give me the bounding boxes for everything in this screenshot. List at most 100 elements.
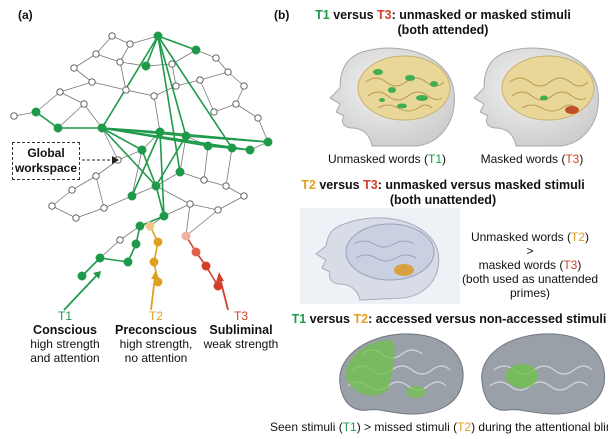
network-node [80, 100, 88, 108]
network-node [92, 50, 100, 58]
s3-h-mid: versus [306, 312, 354, 326]
s3-cap-b: ) > missed stimuli ( [356, 420, 458, 434]
workspace-node [123, 257, 133, 267]
network-edge [95, 53, 121, 63]
s2-line1-tag: T2 [571, 230, 586, 244]
network-node [122, 86, 130, 94]
cap-masked-tag: T3 [565, 152, 580, 166]
network-edge [83, 103, 103, 129]
workspace-node [245, 145, 255, 155]
network-node [172, 82, 180, 90]
workspace-node [153, 31, 163, 41]
network-edge [57, 103, 85, 129]
s1-h-t3: T3 [377, 8, 392, 22]
network-edge [95, 175, 105, 209]
network-edge [73, 53, 97, 69]
network-node [100, 204, 108, 212]
condition-t3-desc1: weak strength [203, 337, 279, 351]
section3-caption: Seen stimuli (T1) > missed stimuli (T2) … [270, 420, 608, 434]
network-node [222, 182, 230, 190]
network-node [88, 78, 96, 86]
network-edge [171, 63, 177, 87]
preconscious-node [153, 237, 163, 247]
s2-h-mid: versus [315, 178, 364, 192]
global-workspace-label-box: Global workspace [12, 142, 80, 180]
network-node [240, 82, 248, 90]
network-edge [59, 91, 85, 105]
network-edge [51, 189, 73, 207]
network-edge [131, 149, 143, 197]
workspace-edge [155, 185, 165, 217]
workspace-edge [159, 131, 165, 217]
network-node [240, 192, 248, 200]
cap-masked-text: Masked words ( [480, 152, 566, 166]
s2-line3-text: masked words ( [478, 258, 564, 272]
workspace-node [191, 45, 201, 55]
caption-unmasked: Unmasked words (T1) [312, 152, 462, 166]
workspace-node [159, 211, 169, 221]
s2-line4: (both used as unattended primes) [461, 272, 599, 300]
workspace-edge [35, 111, 59, 129]
workspace-node [31, 107, 41, 117]
condition-t2-name: Preconscious [115, 323, 197, 337]
cap-unmasked-tag: T1 [428, 152, 443, 166]
network-node [108, 32, 116, 40]
network-edge [213, 103, 237, 113]
workspace-node [263, 137, 273, 147]
network-node [10, 112, 18, 120]
workspace-node [141, 61, 151, 71]
workspace-node [77, 271, 87, 281]
brain-image-unmasked [329, 47, 455, 147]
network-edge [171, 49, 197, 65]
condition-t1: T1 Conscious high strength and attention [20, 309, 110, 365]
workspace-edge [99, 257, 129, 263]
preconscious-node [145, 221, 155, 231]
network-edge [203, 179, 227, 187]
network-edge [75, 207, 105, 219]
section1-heading: T1 versus T3: unmasked or masked stimuli… [290, 8, 596, 38]
condition-t1-name: Conscious [33, 323, 97, 337]
condition-t3: T3 Subliminal weak strength [196, 309, 286, 351]
network-node [56, 88, 64, 96]
network-edge [91, 81, 127, 91]
s2-gt: > [526, 244, 534, 258]
condition-t1-tag: T1 [57, 309, 72, 323]
network-edge [203, 145, 209, 181]
network-edge [199, 71, 229, 81]
s3-cap-t2: T2 [457, 420, 472, 434]
s1-h-mid: versus [329, 8, 378, 22]
network-edge [35, 91, 61, 113]
brain-image-unattended [300, 208, 460, 304]
s2-h-t2: T2 [301, 178, 316, 192]
network-edge [95, 159, 119, 177]
cap-masked-close: ) [579, 152, 584, 166]
s3-h-rest: : accessed versus non-accessed stimuli [368, 312, 607, 326]
condition-t2-tag: T2 [148, 309, 163, 323]
cap-unmasked-text: Unmasked words ( [327, 152, 428, 166]
s3-cap-a: Seen stimuli ( [270, 420, 343, 434]
condition-t2-desc1: high strength, [119, 337, 193, 351]
network-node [212, 54, 220, 62]
workspace-edge [157, 35, 187, 137]
section2-heading: T2 versus T3: unmasked versus masked sti… [290, 178, 596, 208]
network-edge [155, 171, 181, 187]
s3-cap-t1: T1 [342, 420, 357, 434]
network-node [224, 68, 232, 76]
workspace-node [181, 131, 191, 141]
network-node [126, 40, 134, 48]
s2-line1-text: Unmasked words ( [470, 230, 571, 244]
s2-h-line2: (both unattended) [389, 193, 497, 207]
network-edge [73, 67, 93, 83]
workspace-edge [157, 35, 181, 173]
workspace-node [155, 127, 165, 137]
workspace-edge [101, 35, 159, 129]
s1-h-line2: (both attended) [397, 23, 489, 37]
section3-heading: T1 versus T2: accessed versus non-access… [290, 312, 608, 327]
network-edge [95, 35, 113, 55]
workspace-edge [101, 127, 143, 151]
network-edge [103, 195, 133, 209]
network-node [150, 92, 158, 100]
network-edge [125, 89, 155, 97]
network-node [92, 172, 100, 180]
workspace-edge [155, 135, 187, 187]
